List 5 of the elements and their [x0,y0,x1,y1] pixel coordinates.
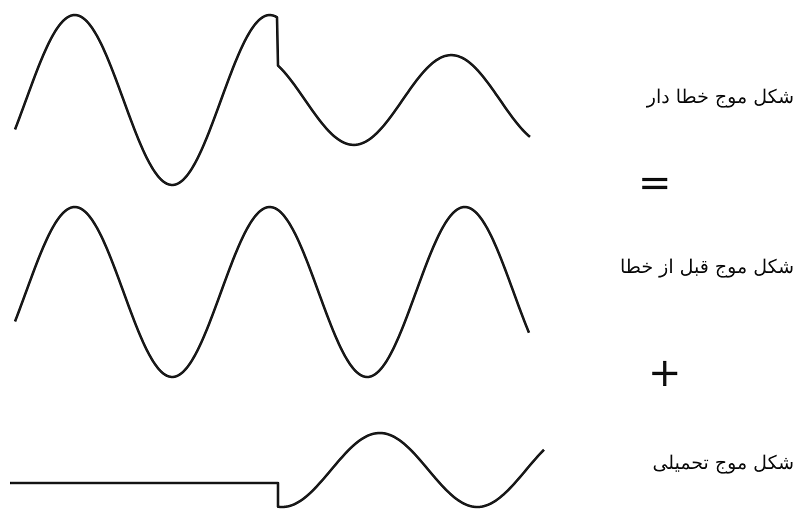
waveform-caption: شکل موج قبل از خطا [620,256,794,278]
equals-sign: = [638,160,672,206]
plus-sign: + [648,350,682,396]
waveform-caption: شکل موج خطا دار [646,86,794,108]
waveform-caption: شکل موج تحمیلی [652,452,794,474]
